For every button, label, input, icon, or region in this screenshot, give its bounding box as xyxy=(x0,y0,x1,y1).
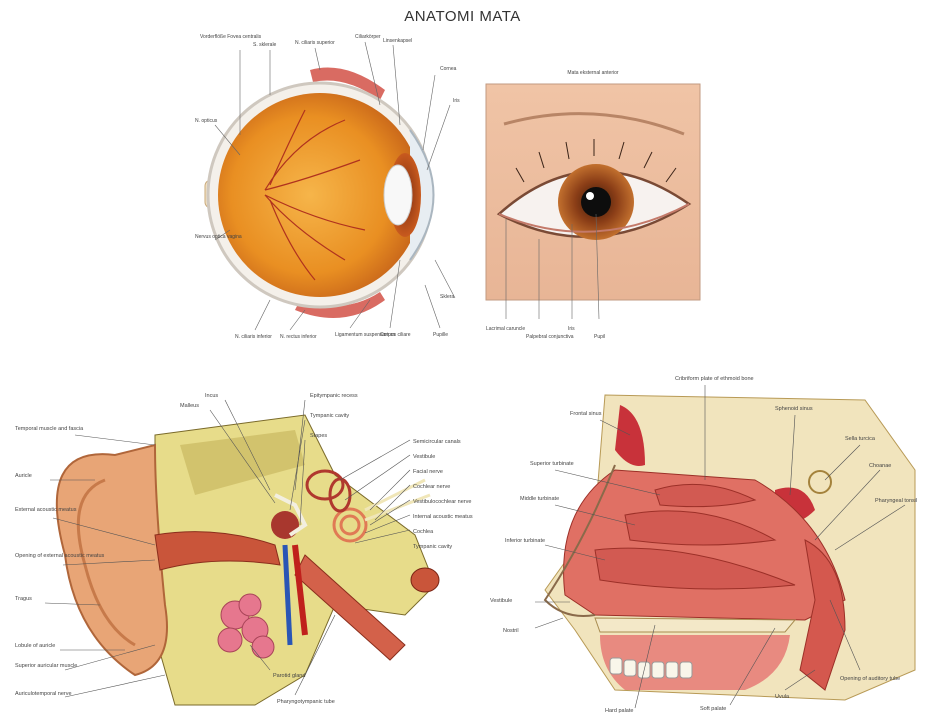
ear-label-7: Auriculotemporal nerve xyxy=(15,691,72,697)
eye-label-7: N. opticus xyxy=(195,118,218,124)
nose-label-4: Sella turcica xyxy=(845,436,876,442)
nose-label-0: Cribriform plate of ethmoid bone xyxy=(675,376,754,382)
eye-label-8: Nervus optica vagina xyxy=(195,234,242,240)
ear-label-15: Cochlear nerve xyxy=(413,484,450,490)
external-eye-panel: Mata eksternal anterior Lacrimal caruncl… xyxy=(484,64,702,344)
ear-label-17: Cochlea xyxy=(413,529,434,535)
ext-eye-label-2: Iris xyxy=(568,326,575,332)
eye-label-6: Iris xyxy=(453,98,460,104)
ear-label-11: Stapes xyxy=(310,433,327,439)
lens xyxy=(384,165,412,225)
ear-anatomy-panel: Temporal muscle and fascia Auricle Exter… xyxy=(5,385,475,715)
ear-label-20: Parotid gland xyxy=(273,673,305,679)
nose-label-12: Soft palate xyxy=(700,706,726,712)
ear-label-1: Auricle xyxy=(15,473,32,479)
ear-label-0: Temporal muscle and fascia xyxy=(15,426,84,432)
eye-label-1: S. sklerale xyxy=(253,42,277,48)
ext-eye-label-0: Lacrimal caruncle xyxy=(486,326,525,332)
ear-label-8: Incus xyxy=(205,393,218,399)
ear-label-4: Tragus xyxy=(15,596,32,602)
ear-label-3: Opening of external acoustic meatus xyxy=(15,553,105,559)
eye-label-14: Sklera xyxy=(440,294,454,300)
nose-label-10: Nostril xyxy=(503,628,519,634)
page-title: ANATOMI MATA xyxy=(0,8,925,25)
ear-label-5: Lobule of auricle xyxy=(15,643,55,649)
sella-turcica xyxy=(809,471,831,493)
nose-label-7: Pharyngeal tonsil xyxy=(875,498,917,504)
ext-eye-label-3: Pupil xyxy=(594,334,605,340)
nose-label-8: Inferior turbinate xyxy=(505,538,545,544)
eye-label-0: Vorderflöße Fovea centralis xyxy=(200,34,262,40)
eye-label-13: Corpus ciliare xyxy=(380,332,411,338)
ear-label-2: External acoustic meatus xyxy=(15,507,77,513)
tympanic-membrane xyxy=(271,511,299,539)
nose-label-3: Sphenoid sinus xyxy=(775,406,813,412)
eye-label-3: Ciliarkörper xyxy=(355,34,381,40)
external-eye-title: Mata eksternal anterior xyxy=(567,70,618,76)
eye-cross-section: Vorderflöße Fovea centralis S. sklerale … xyxy=(195,30,480,350)
ear-label-21: Pharyngotympanic tube xyxy=(277,699,335,705)
nose-label-5: Choanae xyxy=(869,463,891,469)
ear-label-13: Vestibule xyxy=(413,454,435,460)
ear-label-18: Internal acoustic meatus xyxy=(413,514,473,520)
nose-label-2: Superior turbinate xyxy=(530,461,574,467)
eye-label-15: Pupille xyxy=(433,332,448,338)
ext-eye-label-1: Palpebral conjunctiva xyxy=(526,334,574,340)
ear-label-22: Epitympanic recess xyxy=(310,393,358,399)
ear-label-16: Vestibulocochlear nerve xyxy=(413,499,471,505)
nose-label-9: Vestibule xyxy=(490,598,512,604)
nasal-cavity-panel: Cribriform plate of ethmoid bone Frontal… xyxy=(485,370,920,715)
nose-label-14: Opening of auditory tube xyxy=(840,676,900,682)
ear-label-23: Tympanic cavity xyxy=(310,413,349,419)
nose-label-11: Hard palate xyxy=(605,708,633,714)
eye-label-10: N. ciliaris inferior xyxy=(235,334,272,340)
nose-label-13: Uvula xyxy=(775,694,790,700)
ear-label-6: Superior auricular muscle xyxy=(15,663,77,669)
eye-label-11: N. rectus inferior xyxy=(280,334,317,340)
eye-label-4: Linsenkapsel xyxy=(383,38,412,44)
ear-label-19: Tympanic cavity xyxy=(413,544,452,550)
ear-label-14: Facial nerve xyxy=(413,469,443,475)
pupil xyxy=(581,187,611,217)
eye-label-5: Cornea xyxy=(440,66,457,72)
ear-label-9: Malleus xyxy=(180,403,199,409)
nose-label-1: Frontal sinus xyxy=(570,411,602,417)
ear-label-10: Semicircular canals xyxy=(413,439,461,445)
nose-label-6: Middle turbinate xyxy=(520,496,559,502)
eye-label-2: N. ciliaris superior xyxy=(295,40,335,46)
hard-palate xyxy=(595,618,795,632)
